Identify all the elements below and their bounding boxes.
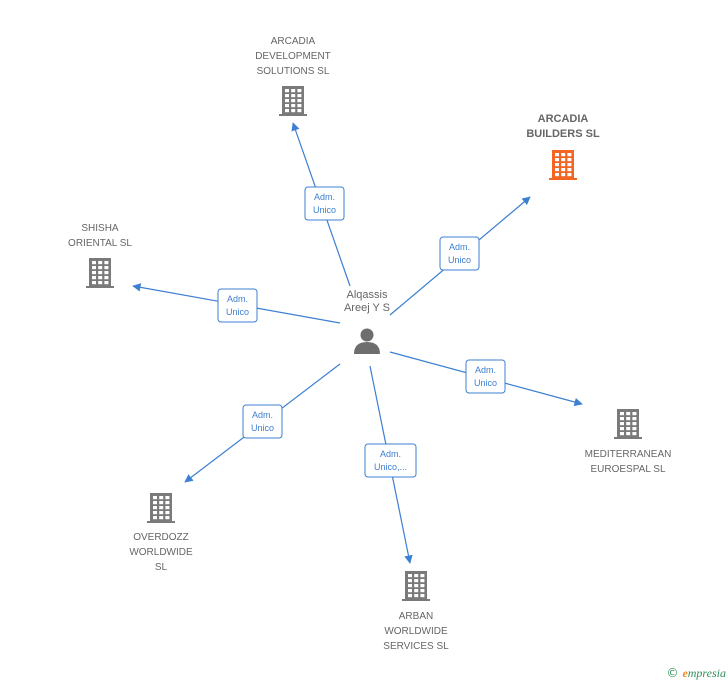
company-node-arcadia-builders[interactable]: ARCADIA BUILDERS SL <box>526 113 600 180</box>
building-icon <box>402 571 430 601</box>
building-icon <box>614 409 642 439</box>
company-name: SHISHA <box>81 223 119 234</box>
role-badge[interactable]: Adm. Unico <box>304 186 345 221</box>
company-node-arban-worldwide[interactable]: ARBAN WORLDWIDE SERVICES SL <box>383 571 449 652</box>
role-badge[interactable]: Adm. Unico <box>217 288 258 323</box>
role-badge[interactable]: Adm. Unico <box>242 404 283 439</box>
role-label: Adm. <box>314 192 335 202</box>
company-name: ARBAN <box>399 611 433 622</box>
company-name: DEVELOPMENT <box>255 51 331 62</box>
edge-arban-worldwide: Adm. Unico,... <box>364 365 417 564</box>
building-icon <box>147 493 175 523</box>
company-name: MEDITERRANEAN <box>585 449 672 460</box>
building-icon <box>279 86 307 116</box>
brand-logo-text: mpresia <box>687 666 726 680</box>
company-name: SERVICES SL <box>383 641 449 652</box>
company-node-overdozz-worldwide[interactable]: OVERDOZZ WORLDWIDE SL <box>129 493 193 573</box>
person-name: Areej Y S <box>344 302 390 314</box>
company-name: EUROESPAL SL <box>590 464 665 475</box>
person-icon <box>354 328 380 354</box>
role-label: Adm. <box>380 449 401 459</box>
company-name: BUILDERS SL <box>526 128 600 140</box>
company-name: SOLUTIONS SL <box>257 66 330 77</box>
role-label: Unico <box>251 423 274 433</box>
building-icon <box>86 258 114 288</box>
edge-mediterranean-euroespal: Adm. Unico <box>389 351 583 407</box>
company-name: SL <box>155 562 168 573</box>
edges-layer: Adm.UnicoAdm.UnicoAdm.UnicoAdm.UnicoAdm.… <box>132 122 583 564</box>
company-name: WORLDWIDE <box>129 547 193 558</box>
role-label: Adm. <box>475 365 496 375</box>
company-node-shisha-oriental[interactable]: SHISHA ORIENTAL SL <box>68 223 132 288</box>
role-label: Adm. <box>449 242 470 252</box>
role-label: Unico <box>448 255 471 265</box>
role-label: Adm. <box>252 410 273 420</box>
company-name: OVERDOZZ <box>133 532 189 543</box>
company-name: ARCADIA <box>538 113 589 125</box>
edge-shisha-oriental: Adm. Unico <box>132 283 341 324</box>
brand-logo-initial: e <box>682 666 688 680</box>
role-label: Unico <box>474 378 497 388</box>
role-badge[interactable]: Adm. Unico <box>465 359 506 394</box>
company-node-arcadia-development[interactable]: ARCADIA DEVELOPMENT SOLUTIONS SL <box>255 36 331 116</box>
company-name: ORIENTAL SL <box>68 238 132 249</box>
edge-arcadia-builders: Adm. Unico <box>389 196 531 316</box>
copyright-icon: © <box>666 666 679 680</box>
company-name: ARCADIA <box>271 36 316 47</box>
role-label: Unico,... <box>374 462 407 472</box>
edge-arcadia-development: Adm. Unico <box>291 122 351 287</box>
edge-overdozz-worldwide: Adm. Unico <box>184 363 341 483</box>
brand-footer: ©empresia <box>666 666 726 681</box>
role-label: Adm. <box>227 294 248 304</box>
role-label: Unico <box>226 307 249 317</box>
role-label: Unico <box>313 205 336 215</box>
company-node-mediterranean-euroespal[interactable]: MEDITERRANEAN EUROESPAL SL <box>585 409 672 475</box>
person-name: Alqassis <box>347 289 388 301</box>
building-icon <box>549 150 577 180</box>
role-badge[interactable]: Adm. Unico,... <box>364 443 417 478</box>
role-badge[interactable]: Adm. Unico <box>439 236 480 271</box>
company-name: WORLDWIDE <box>384 626 448 637</box>
